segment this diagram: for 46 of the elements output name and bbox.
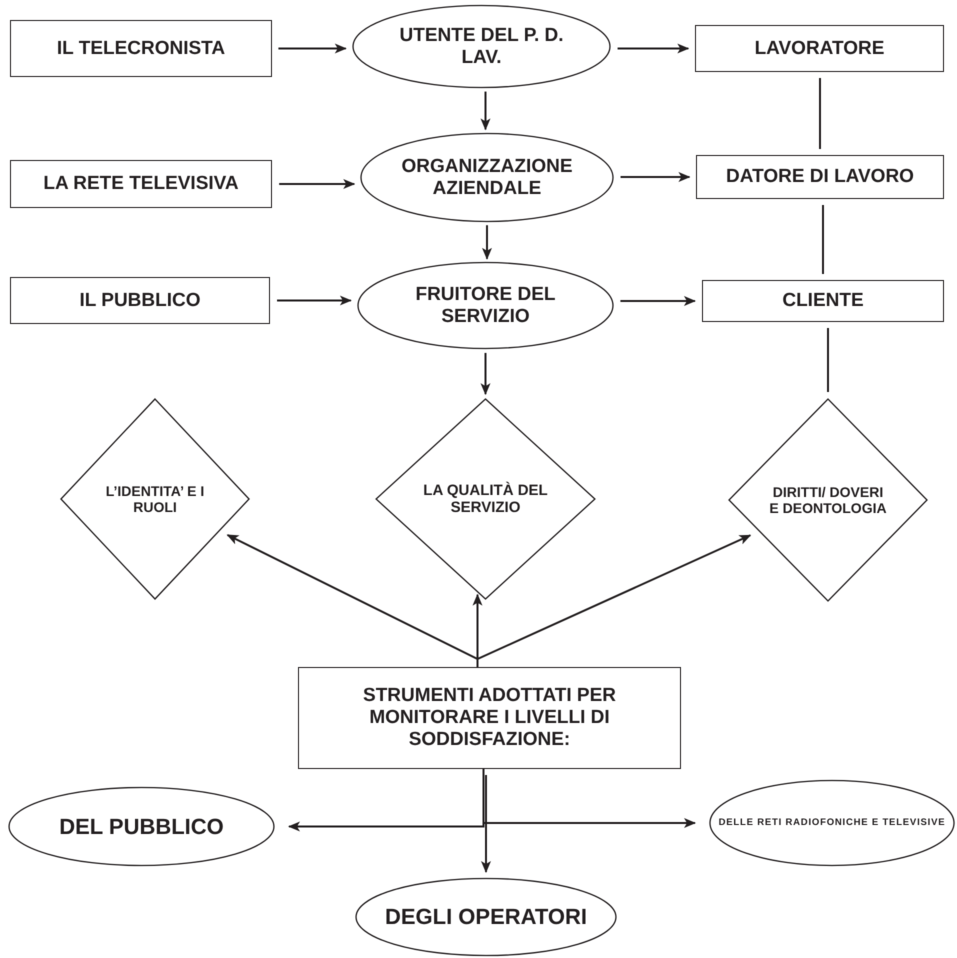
decision-diamond bbox=[375, 398, 596, 600]
arrow bbox=[481, 775, 491, 873]
node-text: FRUITORE DEL SERVIZIO bbox=[414, 284, 557, 328]
process-box bbox=[695, 25, 944, 72]
process-box bbox=[10, 277, 270, 324]
node-text: IL TELECRONISTA bbox=[56, 38, 226, 60]
connector-line bbox=[827, 328, 829, 392]
oval-node bbox=[352, 5, 611, 88]
node-text: DEL PUBBLICO bbox=[58, 814, 225, 840]
node-text: IL PUBBLICO bbox=[78, 290, 202, 312]
oval-node bbox=[360, 133, 614, 222]
node-text: DEGLI OPERATORI bbox=[384, 904, 588, 930]
node-text: CLIENTE bbox=[781, 290, 865, 312]
node-text: LA QUALITÀ DEL SERVIZIO bbox=[422, 482, 549, 516]
decision-diamond bbox=[60, 398, 250, 600]
connector-line bbox=[819, 78, 821, 149]
oval-node bbox=[357, 262, 614, 349]
arrow bbox=[480, 92, 490, 130]
node-text: STRUMENTI ADOTTATI PER MONITORARE I LIVELLI DI SODDISFAZIONE: bbox=[362, 685, 617, 751]
oval-node bbox=[709, 780, 955, 866]
process-box bbox=[10, 160, 272, 208]
node-text: UTENTE DEL P. D. LAV. bbox=[398, 24, 564, 68]
node-text: DELLE RETI RADIOFONICHE E TELEVISIVE bbox=[718, 818, 946, 828]
node-text: ORGANIZZAZIONE AZIENDALE bbox=[400, 156, 574, 200]
arrow bbox=[480, 352, 490, 396]
arrow bbox=[278, 44, 347, 54]
node-text: DIRITTI/ DOVERI E DEONTOLOGIA bbox=[768, 484, 888, 516]
arrow bbox=[620, 172, 690, 182]
arrow bbox=[620, 296, 696, 306]
arrow bbox=[279, 179, 356, 189]
process-box bbox=[696, 155, 944, 199]
process-box bbox=[10, 20, 272, 77]
node-text: L’IDENTITA’ E I RUOLI bbox=[104, 482, 206, 516]
node-text: LA RETE TELEVISIVA bbox=[42, 173, 240, 195]
arrow bbox=[476, 534, 752, 667]
connector-line bbox=[822, 205, 824, 274]
decision-diamond bbox=[728, 398, 928, 602]
node-text: LAVORATORE bbox=[754, 38, 886, 60]
process-box bbox=[702, 280, 944, 322]
arrow bbox=[618, 44, 690, 54]
arrow bbox=[277, 296, 352, 306]
oval-node bbox=[355, 878, 617, 956]
process-box bbox=[298, 667, 681, 769]
node-text: DATORE DI LAVORO bbox=[725, 166, 915, 188]
oval-node bbox=[8, 787, 275, 866]
arrow bbox=[482, 225, 492, 260]
